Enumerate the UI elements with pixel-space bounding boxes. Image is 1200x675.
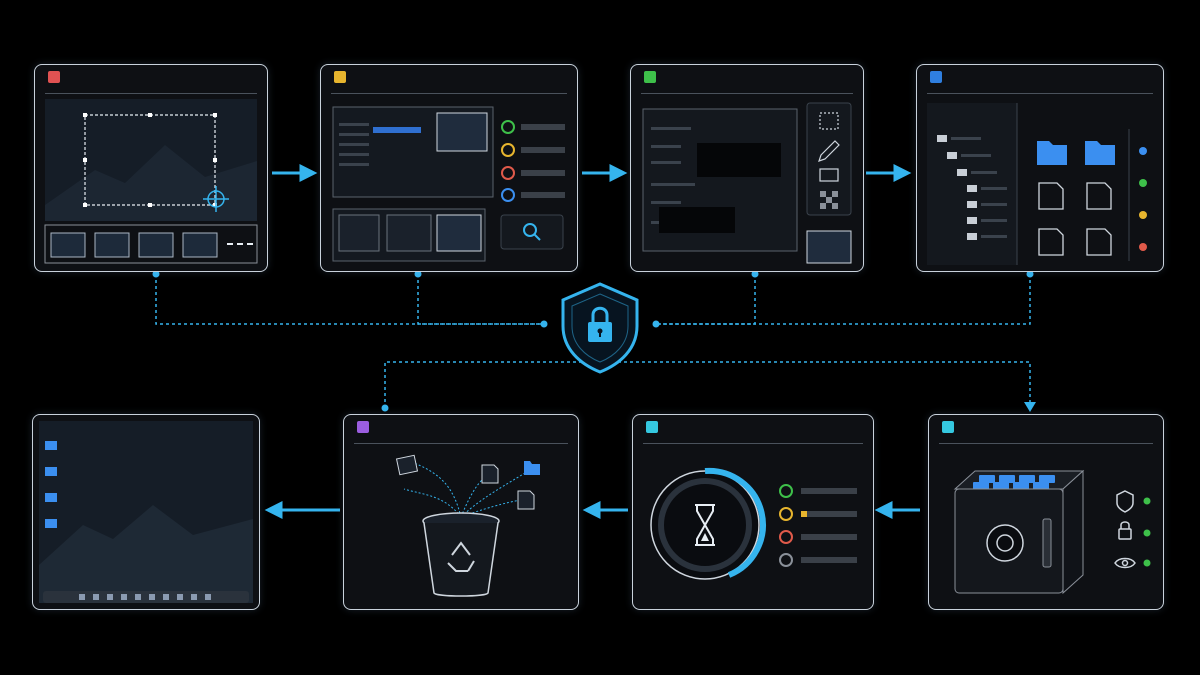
panel-desktop-clean <box>32 414 260 610</box>
security-links <box>155 274 1031 408</box>
panel-redact-edit <box>630 64 864 272</box>
panel-color-tag <box>334 71 346 83</box>
safe-icon <box>953 469 1151 595</box>
recycle-bin-icon <box>395 454 540 597</box>
folder-tree-icon <box>927 103 1147 265</box>
panel-color-tag <box>646 421 658 433</box>
panel-secure-vault <box>928 414 1164 610</box>
folder-icon <box>1037 141 1115 165</box>
pen-icon <box>818 140 840 162</box>
panel-color-tag <box>644 71 656 83</box>
panel-timer <box>632 414 874 610</box>
panel-color-tag <box>930 71 942 83</box>
edit-tools-icon <box>642 102 852 264</box>
window-select-icon <box>332 106 565 262</box>
panel-color-tag <box>357 421 369 433</box>
region-capture-icon <box>44 99 258 264</box>
panel-color-tag <box>48 71 60 83</box>
crosshair-icon <box>203 186 229 212</box>
panel-color-tag <box>942 421 954 433</box>
hourglass-icon <box>650 467 857 580</box>
panel-file-organize <box>916 64 1164 272</box>
panel-auto-delete <box>343 414 579 610</box>
panel-window-select <box>320 64 578 272</box>
panel-capture <box>34 64 268 272</box>
shield-lock-icon <box>561 282 639 374</box>
desktop-icon <box>39 421 253 603</box>
search-icon <box>523 223 541 241</box>
